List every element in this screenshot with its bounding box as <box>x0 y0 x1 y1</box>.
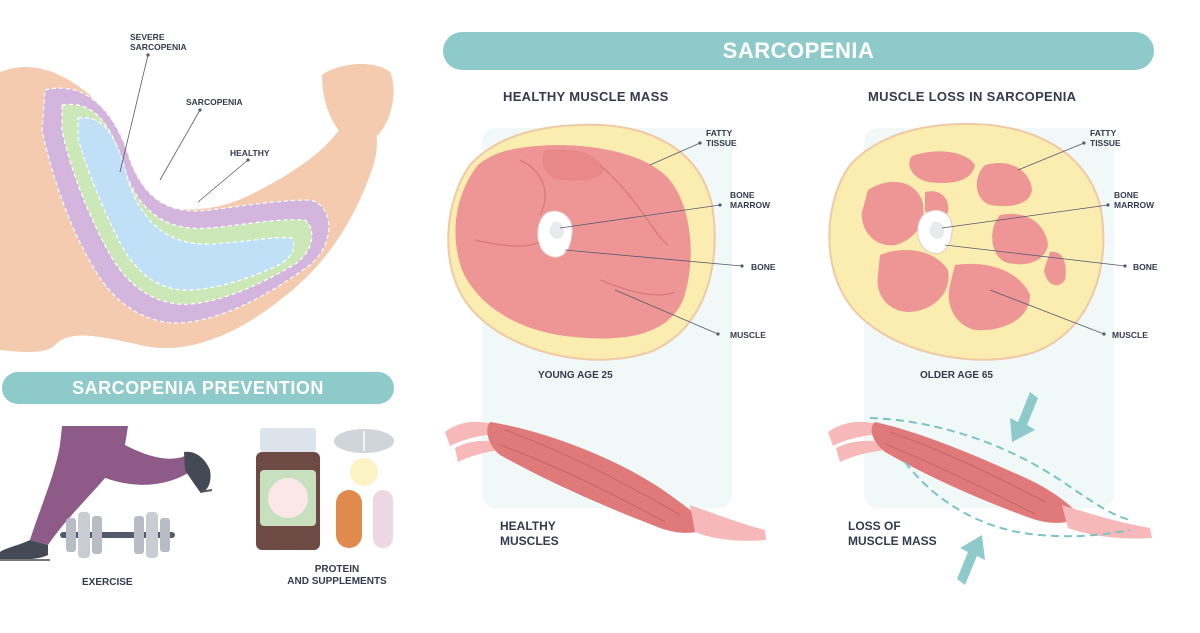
healthy-label-muscle: MUSCLE <box>730 330 766 340</box>
arm-label-sarcopenia: SARCOPENIA <box>186 97 243 107</box>
exercise-label: EXERCISE <box>82 577 133 588</box>
loss-label-muscle: MUSCLE <box>1112 330 1148 340</box>
supplements-label: PROTEIN AND SUPPLEMENTS <box>287 564 387 587</box>
healthy-label-fatty: FATTY TISSUE <box>706 128 737 148</box>
healthy-heading: HEALTHY MUSCLE MASS <box>503 89 669 104</box>
arm-label-severe: SEVERE SARCOPENIA <box>130 32 187 52</box>
loss-label-marrow: BONE MARROW <box>1114 190 1155 210</box>
dumbbell-icon <box>60 512 175 558</box>
loss-cross-section <box>828 122 1127 361</box>
loss-label-fatty: FATTY TISSUE <box>1090 128 1121 148</box>
loss-label-bone: BONE <box>1133 262 1158 272</box>
healthy-label-marrow: BONE MARROW <box>730 190 771 210</box>
capsule-icon <box>336 490 393 548</box>
healthy-muscle <box>445 421 766 541</box>
prevention-title: SARCOPENIA PREVENTION <box>2 372 394 404</box>
healthy-zone <box>77 117 295 291</box>
healthy-caption: YOUNG AGE 25 <box>538 370 613 381</box>
healthy-cross-section <box>447 123 744 361</box>
loss-muscle <box>828 392 1152 585</box>
healthy-muscles-label: HEALTHY MUSCLES <box>500 519 559 548</box>
arrow-down-icon <box>1010 392 1038 442</box>
page-title: SARCOPENIA <box>443 32 1154 70</box>
fist <box>322 64 394 139</box>
supplement-jar-icon <box>256 428 320 550</box>
loss-caption: OLDER AGE 65 <box>920 370 993 381</box>
original-mass-outline-bottom <box>904 461 1131 538</box>
loss-muscles-label: LOSS OF MUSCLE MASS <box>848 519 937 548</box>
loss-heading: MUSCLE LOSS IN SARCOPENIA <box>868 89 1077 104</box>
healthy-label-bone: BONE <box>751 262 776 272</box>
arm-illustration <box>0 53 394 353</box>
pill-icon <box>334 429 394 486</box>
arrow-up-icon <box>957 535 985 585</box>
arm-label-healthy: HEALTHY <box>230 148 270 158</box>
running-legs-icon <box>0 426 213 561</box>
